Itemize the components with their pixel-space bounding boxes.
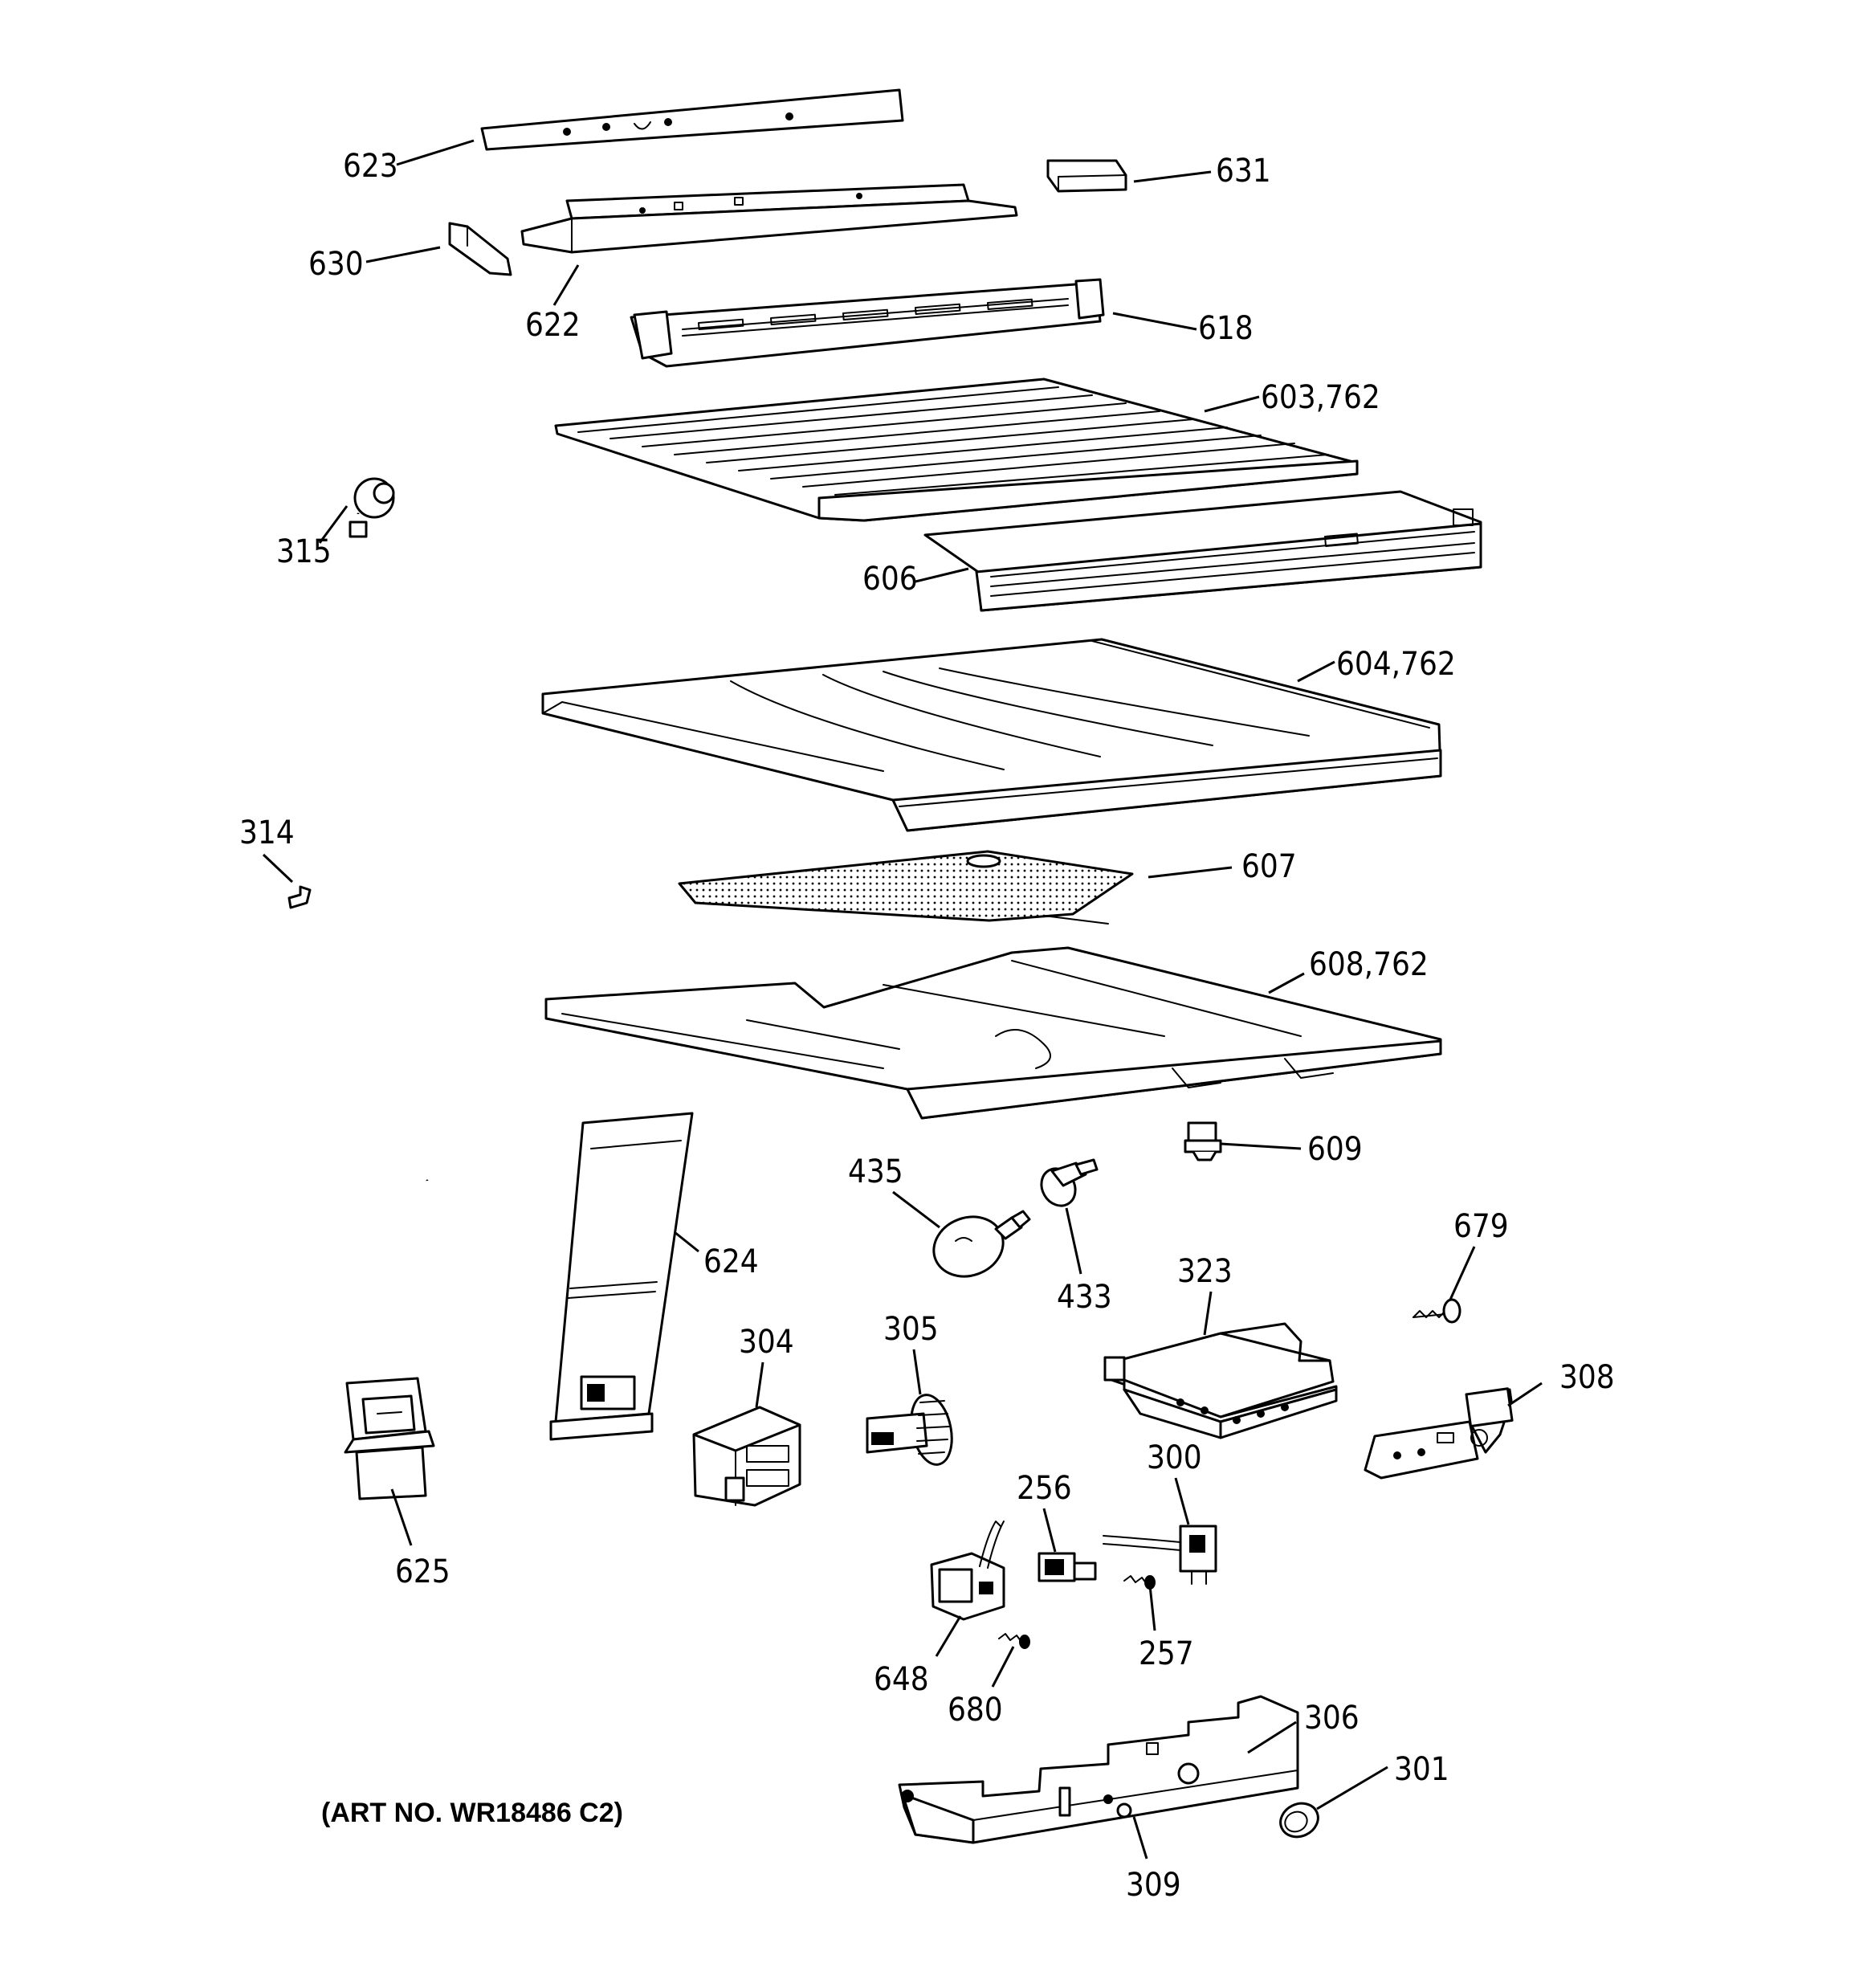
part-301-knob <box>1279 1802 1319 1839</box>
part-680-screw <box>998 1633 1030 1649</box>
callout-623: 623 <box>343 148 398 185</box>
callout-306: 306 <box>1304 1700 1360 1737</box>
part-607-mesh <box>678 850 1134 925</box>
part-433-socket <box>1040 1158 1099 1207</box>
callout-300: 300 <box>1147 1439 1202 1476</box>
part-306-bracket <box>898 1695 1299 1844</box>
callout-604-762: 604,762 <box>1336 646 1456 683</box>
part-603-ribbed-shelf <box>554 378 1359 522</box>
callout-631: 631 <box>1216 153 1271 190</box>
callout-625: 625 <box>395 1553 450 1590</box>
part-609-switch <box>1184 1121 1222 1161</box>
callout-309: 309 <box>1126 1867 1181 1904</box>
part-618-bracket <box>630 278 1105 368</box>
callout-304: 304 <box>739 1324 794 1361</box>
callout-618: 618 <box>1198 310 1254 347</box>
part-630-block <box>448 222 512 276</box>
callout-315: 315 <box>276 533 332 570</box>
part-314-clip <box>287 885 312 909</box>
art-number: (ART NO. WR18486 C2) <box>321 1798 623 1828</box>
callout-609: 609 <box>1307 1131 1363 1168</box>
callout-323: 323 <box>1177 1253 1233 1290</box>
callout-606: 606 <box>862 561 918 598</box>
part-256-switch <box>1037 1552 1097 1582</box>
callout-680: 680 <box>948 1692 1003 1729</box>
callout-301: 301 <box>1394 1751 1449 1788</box>
callout-603-762: 603,762 <box>1261 379 1380 416</box>
part-323-chassis <box>1103 1322 1338 1439</box>
callout-608-762: 608,762 <box>1309 946 1429 983</box>
part-308-plate <box>1364 1387 1514 1480</box>
part-648-relay <box>930 1521 1005 1621</box>
callout-257: 257 <box>1139 1635 1194 1672</box>
callout-305: 305 <box>883 1311 939 1348</box>
callout-607: 607 <box>1241 848 1297 885</box>
callout-308: 308 <box>1559 1359 1615 1396</box>
part-305-control <box>866 1394 953 1466</box>
part-625-handle <box>344 1377 435 1500</box>
callout-648: 648 <box>874 1661 929 1698</box>
part-304-housing <box>692 1406 801 1507</box>
part-624-bracket <box>549 1112 694 1441</box>
callout-256: 256 <box>1017 1470 1072 1507</box>
part-608-shelf <box>544 946 1442 1120</box>
part-622-channel <box>520 183 1018 254</box>
part-604-shelf <box>541 638 1442 832</box>
callout-630: 630 <box>308 246 364 283</box>
callout-624: 624 <box>703 1243 759 1280</box>
part-623-strip <box>480 88 904 151</box>
leader-lines <box>262 139 1543 1859</box>
callout-435: 435 <box>848 1153 903 1190</box>
part-679-screw <box>1413 1298 1461 1324</box>
callout-679: 679 <box>1453 1208 1509 1245</box>
callout-314: 314 <box>239 814 295 851</box>
callout-622: 622 <box>525 307 581 344</box>
part-631-block <box>1046 159 1127 193</box>
part-435-bulb <box>932 1210 1031 1278</box>
part-315-drain-tube <box>349 477 433 1218</box>
callout-433: 433 <box>1057 1279 1112 1316</box>
part-300-component <box>1103 1525 1217 1585</box>
part-606-frame <box>923 490 1482 612</box>
